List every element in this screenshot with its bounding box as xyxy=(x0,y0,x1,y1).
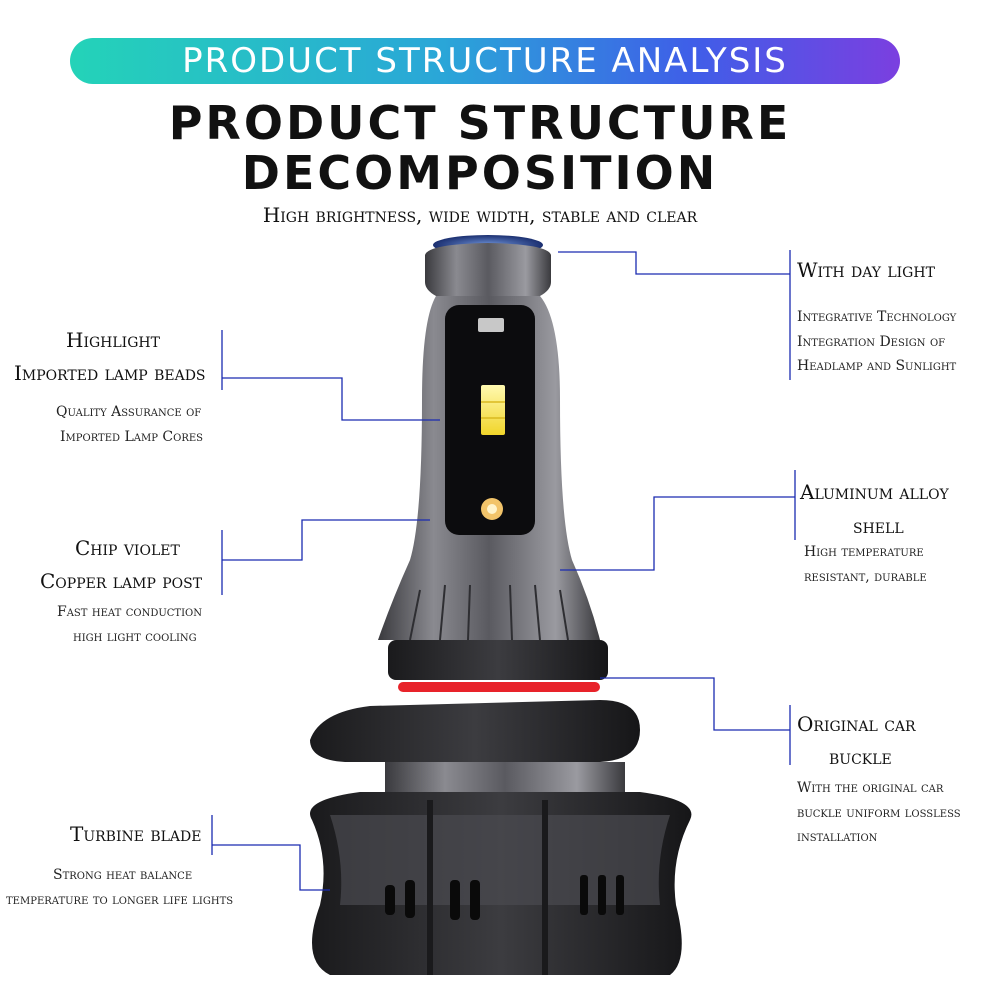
callout-turbine-desc-2: temperature to longer life lights xyxy=(6,892,234,908)
callout-buckle-title-2: buckle xyxy=(829,745,892,769)
bulb-cap xyxy=(425,243,551,296)
callout-buckle-desc-2: buckle uniform lossless xyxy=(797,805,961,821)
callout-copper-desc-1: Fast heat conduction xyxy=(57,604,202,620)
car-buckle xyxy=(310,700,640,762)
callout-buckle-title-1: Original car xyxy=(797,712,916,736)
callout-buckle-desc-3: installation xyxy=(797,829,878,845)
callout-daylight-desc-1: Integrative Technology xyxy=(797,309,957,325)
leader-lines xyxy=(211,250,796,891)
callout-aluminum-title-2: shell xyxy=(853,514,904,538)
top-led-chip xyxy=(478,318,504,332)
callout-beads-desc-1: Quality Assurance of xyxy=(56,404,202,420)
callout-turbine-title: Turbine blade xyxy=(70,822,202,846)
callout-daylight-desc-3: Headlamp and Sunlight xyxy=(797,358,957,374)
black-collar xyxy=(388,640,608,680)
red-o-ring xyxy=(398,682,600,692)
page-title-line2: DECOMPOSITION xyxy=(241,146,719,200)
callout-copper-desc-2: high light cooling xyxy=(73,629,197,645)
callout-beads-title-2: Imported lamp beads xyxy=(14,361,206,385)
callout-aluminum-desc-2: resistant, durable xyxy=(804,569,927,585)
callout-beads-desc-2: Imported Lamp Cores xyxy=(60,429,204,445)
main-led-chip xyxy=(481,385,505,435)
callout-buckle-desc-1: With the original car xyxy=(797,780,944,796)
shell-fins xyxy=(409,584,569,641)
page-title-line1: PRODUCT STRUCTURE xyxy=(168,96,792,150)
callout-turbine-desc-1: Strong heat balance xyxy=(53,867,193,883)
page-subtitle: High brightness, wide width, stable and … xyxy=(262,203,698,227)
turbine-vents xyxy=(385,875,624,920)
callout-daylight-desc-2: Integration Design of xyxy=(797,334,946,350)
callout-copper-title-2: Copper lamp post xyxy=(40,569,203,593)
header-banner: PRODUCT STRUCTURE ANALYSIS xyxy=(70,38,900,84)
callout-copper-title-1: Chip violet xyxy=(75,536,180,560)
callout-daylight-title: With day light xyxy=(797,258,935,282)
callout-aluminum-desc-1: High temperature xyxy=(804,544,924,560)
callout-aluminum-title-1: Aluminum alloy xyxy=(800,480,949,504)
banner-text: PRODUCT STRUCTURE ANALYSIS xyxy=(182,41,788,81)
callout-beads-title-1: Highlight xyxy=(66,328,160,352)
